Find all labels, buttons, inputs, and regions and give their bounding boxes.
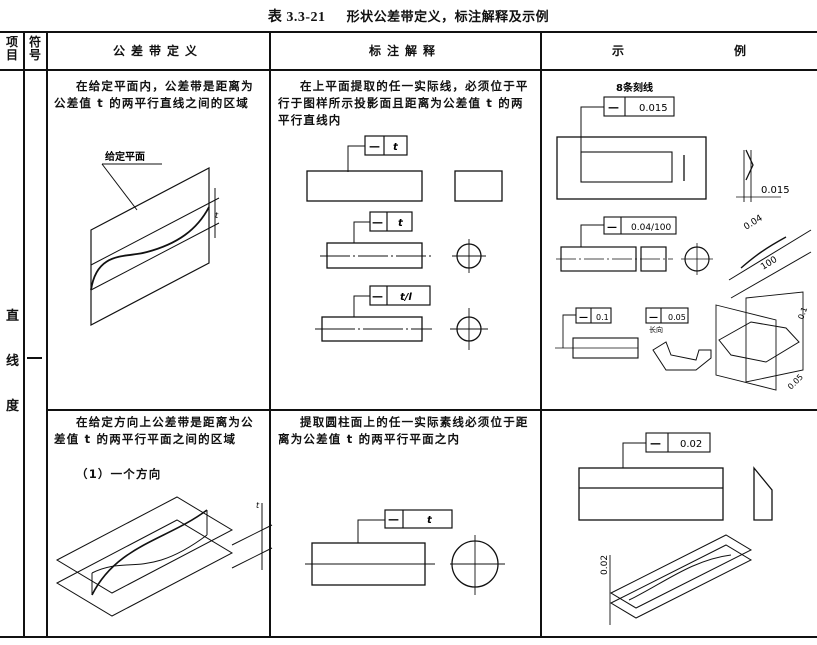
dim-100: 100: [759, 255, 779, 273]
explanation-1-text: 在上平面提取的任一实际线，必须位于平行于图样所示投影面且距离为公差值 t 的两平…: [278, 79, 529, 127]
frame-4-symbol: —: [388, 513, 399, 526]
header-explanation: 标注解释: [368, 43, 441, 58]
header-divider: [0, 69, 817, 71]
dim-004: 0.04: [742, 213, 765, 232]
frame-0015-symbol: —: [608, 101, 619, 114]
table-number: 表 3.3-21: [267, 10, 326, 25]
col-divider-1: [23, 31, 25, 637]
frame-0015: — 0.015: [603, 96, 675, 117]
table-caption: 形状公差带定义，标注解释及示例: [346, 10, 550, 25]
explanation-2-diagram: — t: [305, 509, 505, 595]
frame-4-value: t: [427, 515, 433, 526]
row-divider: [46, 409, 817, 411]
dim-002: 0.02: [600, 555, 610, 575]
frame-005-note: 长向: [649, 325, 663, 334]
frame-002-value: 0.02: [680, 439, 702, 450]
frame-004-symbol: —: [607, 222, 617, 233]
tolerance-frame-1: — t: [364, 135, 408, 156]
explanation-2-text: 提取圆柱面上的任一实际素线必须位于距离为公差值 t 的两平行平面之内: [278, 415, 529, 446]
frame-01: — 0.1: [575, 307, 612, 324]
explanation-1-diagram: — t — t — t/l: [306, 135, 503, 350]
item-char-3: 度: [6, 399, 20, 414]
definition-2-diagram: t: [55, 496, 273, 617]
frame-3-symbol: —: [372, 290, 383, 303]
col-divider-4: [540, 31, 542, 637]
frame-1-value: t: [393, 142, 399, 153]
item-char-2: 线: [6, 354, 20, 369]
example-2-diagram: — 0.02 0.02: [578, 432, 773, 625]
header-example-a: 示: [611, 43, 624, 58]
svg-text:t: t: [215, 211, 219, 220]
frame-004-100: — 0.04/100: [603, 216, 677, 235]
col-divider-2: [46, 31, 48, 637]
tolerance-frame-2: — t: [369, 211, 413, 232]
header-symbol: 符号: [28, 35, 41, 62]
frame-0015-value: 0.015: [639, 103, 668, 114]
item-char-1: 直: [6, 309, 20, 324]
straightness-symbol: [27, 357, 42, 359]
frame-01-value: 0.1: [596, 313, 609, 322]
top-border: [0, 31, 817, 33]
header-definition: 公差带定义: [112, 43, 203, 58]
frame-004-value: 0.04/100: [631, 223, 672, 233]
tolerance-frame-4: — t: [384, 509, 453, 529]
frame-01-symbol: —: [579, 313, 588, 323]
frame-005-value: 0.05: [668, 313, 686, 322]
header-example: 示 例: [541, 31, 817, 69]
dim-0015: 0.015: [761, 185, 790, 196]
header-item: 项目: [5, 35, 18, 62]
col-divider-3: [269, 31, 271, 637]
header-example-b: 例: [734, 43, 747, 58]
definition-2-sublabel: （1）一个方向: [76, 467, 162, 481]
frame-005-symbol: —: [649, 313, 658, 323]
frame-002-symbol: —: [650, 437, 661, 450]
dim-005-iso: 0.05: [786, 372, 805, 391]
frame-005: — 0.05 长向: [645, 307, 689, 334]
frame-3-value: t/l: [400, 292, 412, 303]
frame-2-value: t: [398, 218, 404, 229]
frame-2-symbol: —: [372, 216, 383, 229]
bottom-border: [0, 636, 817, 638]
frame-002: — 0.02: [645, 432, 711, 453]
note-8-lines: 8条刻线: [616, 81, 653, 94]
frame-1-symbol: —: [369, 140, 380, 153]
svg-text:t: t: [256, 501, 260, 510]
table-title: 表 3.3-21 形状公差带定义，标注解释及示例: [0, 6, 817, 26]
definition-1-text: 在给定平面内，公差带是距离为公差值 t 的两平行直线之间的区域: [54, 79, 254, 110]
definition-1-diagram: 给定平面 t: [90, 150, 220, 326]
given-plane-label: 给定平面: [105, 150, 145, 163]
dim-01-iso: 0.1: [796, 306, 809, 321]
definition-2-text: 在给定方向上公差带是距离为公差值 t 的两平行平面之间的区域: [54, 415, 254, 446]
tolerance-frame-3: — t/l: [369, 285, 431, 306]
example-1-diagram: 8条刻线 — 0.015 0.015 — 0.04/100 0.04 100 —…: [555, 81, 812, 391]
